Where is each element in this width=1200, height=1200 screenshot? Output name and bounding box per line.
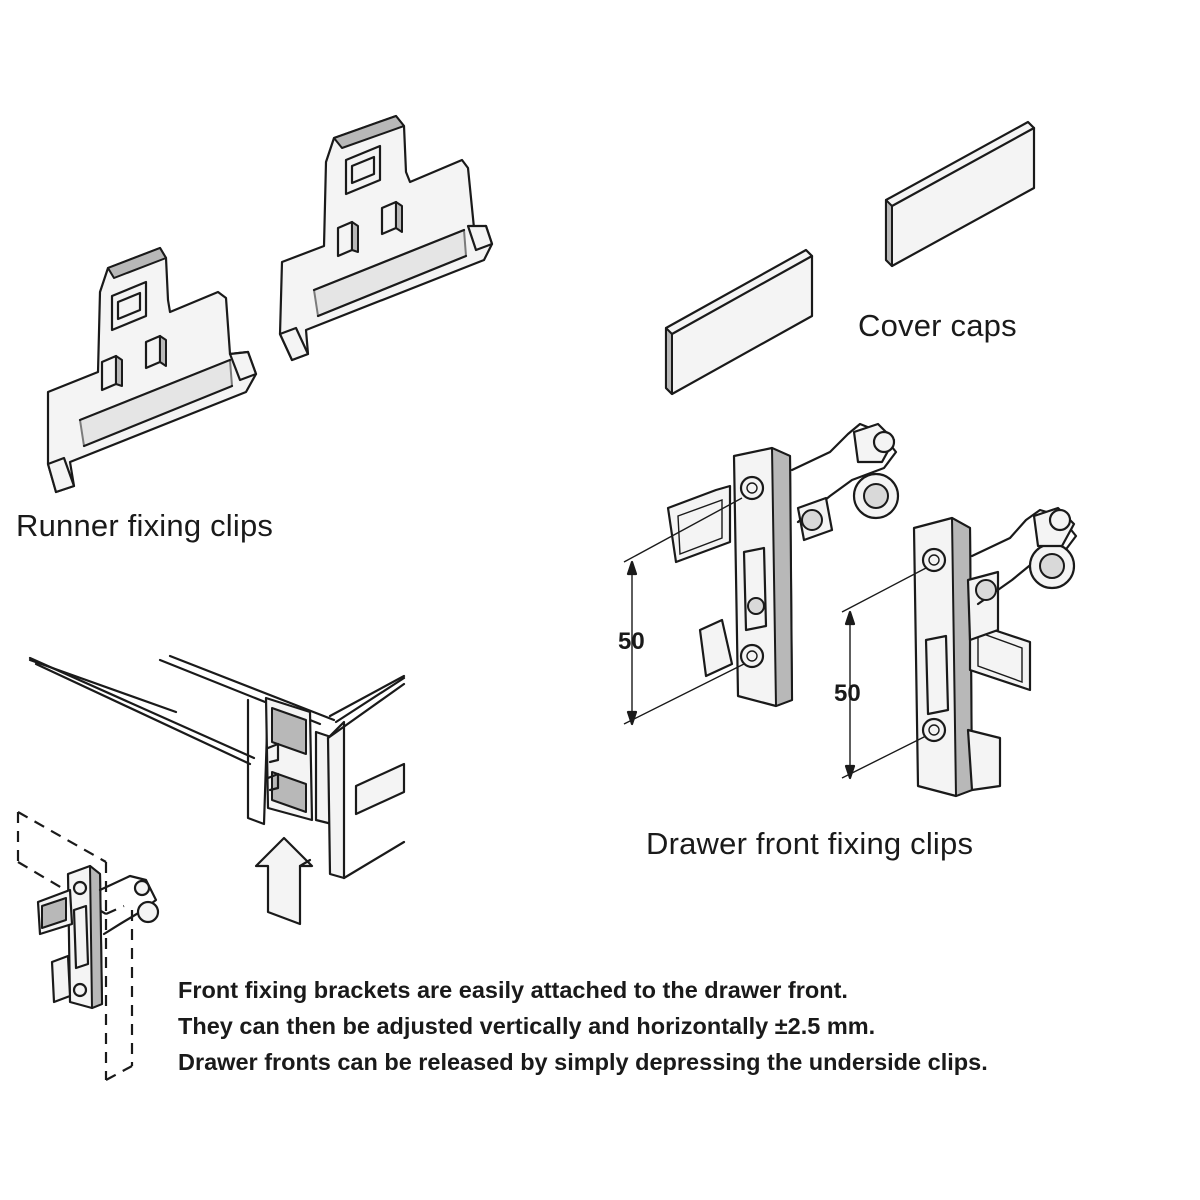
- label-drawer-front-fixing-clips: Drawer front fixing clips: [646, 826, 974, 861]
- caption: Front fixing brackets are easily attache…: [178, 972, 988, 1080]
- front-clip-left: [666, 422, 900, 708]
- dimension-label-right: 50: [834, 680, 861, 707]
- caption-line-2: They can then be adjusted vertically and…: [178, 1013, 876, 1039]
- caption-line-1: Front fixing brackets are easily attache…: [178, 977, 848, 1003]
- small-bracket: [36, 864, 160, 1010]
- dimension-left: [623, 497, 745, 726]
- label-cover-caps: Cover caps: [858, 308, 1017, 343]
- dimension-label-left: 50: [618, 628, 645, 655]
- runner-clip-left: [46, 246, 258, 494]
- drawer-assembly: [28, 654, 406, 926]
- cover-cap-right: [884, 120, 1036, 268]
- runner-clip-right: [278, 114, 494, 362]
- caption-line-3: Drawer fronts can be released by simply …: [178, 1049, 988, 1075]
- cover-cap-left: [664, 248, 814, 396]
- front-clip-right: [912, 506, 1078, 798]
- dimension-right: [841, 567, 927, 780]
- label-runner-fixing-clips: Runner fixing clips: [16, 508, 274, 543]
